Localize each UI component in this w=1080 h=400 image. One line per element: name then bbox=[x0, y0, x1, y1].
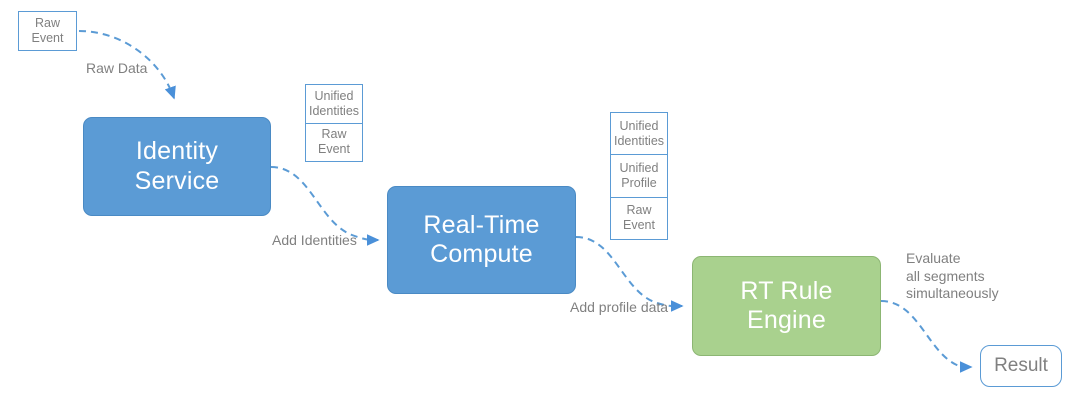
node-result[interactable]: Result bbox=[980, 345, 1062, 387]
connector-add-profile-data bbox=[575, 236, 684, 312]
edge-label-raw-data: Raw Data bbox=[86, 60, 148, 76]
payload-cell-unified-identities: Unified Identities bbox=[611, 113, 667, 156]
connector-add-identities bbox=[270, 166, 380, 246]
node-rt-rule-engine[interactable]: RT Rule Engine bbox=[692, 256, 881, 356]
payload-cell-raw-event: Raw Event bbox=[623, 203, 655, 233]
payload-stack-after-identity: Unified Identities Raw Event bbox=[305, 84, 363, 162]
payload-cell-unified-identities: Unified Identities bbox=[306, 85, 362, 124]
edge-label-add-profile-data: Add profile data bbox=[570, 299, 669, 315]
payload-cell-unified-profile: Unified Profile bbox=[611, 155, 667, 198]
connector-evaluate bbox=[880, 300, 973, 373]
node-identity-service[interactable]: Identity Service bbox=[83, 117, 271, 216]
node-real-time-compute[interactable]: Real-Time Compute bbox=[387, 186, 576, 294]
node-raw-event-source[interactable]: Raw Event bbox=[18, 11, 77, 51]
payload-stack-after-compute: Unified Identities Unified Profile Raw E… bbox=[610, 112, 668, 240]
edge-label-evaluate: Evaluate all segments simultaneously bbox=[906, 250, 999, 301]
payload-cell-raw-event: Raw Event bbox=[318, 127, 350, 157]
edge-label-add-identities: Add Identities bbox=[272, 232, 357, 248]
